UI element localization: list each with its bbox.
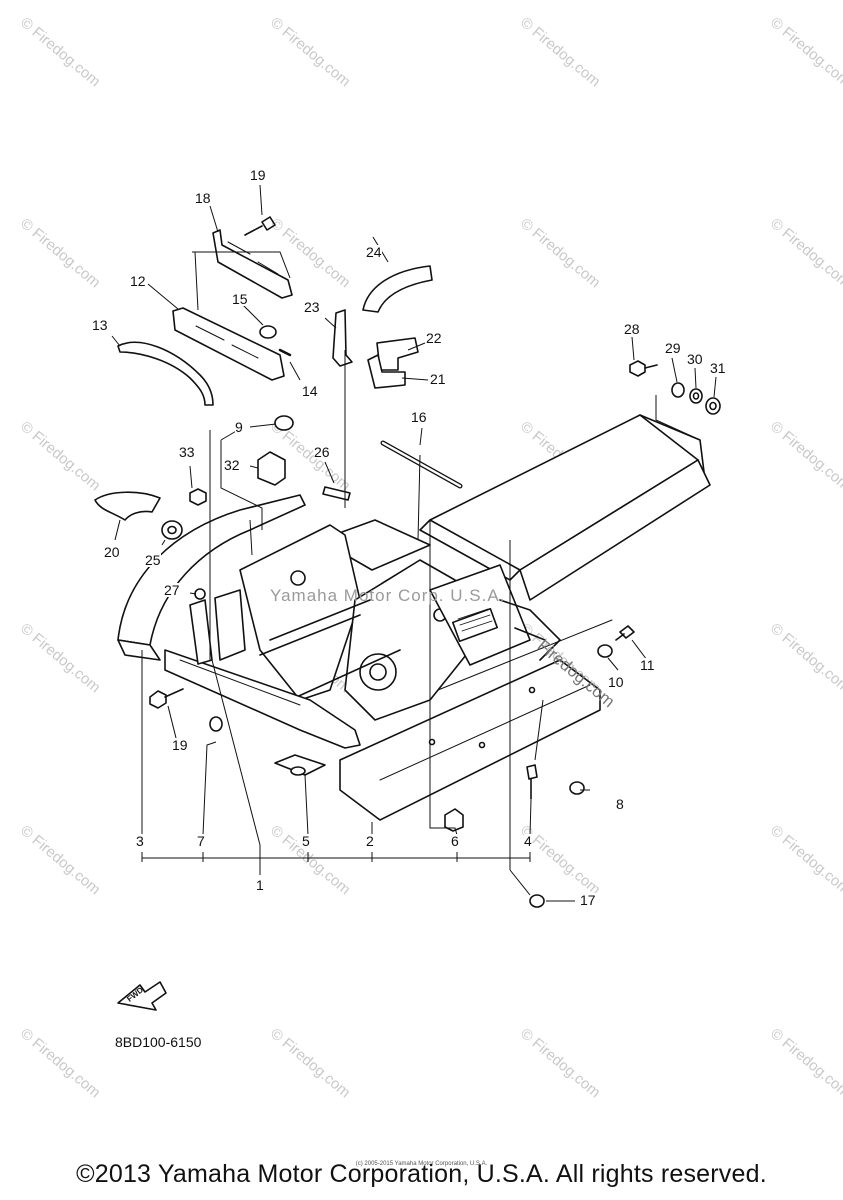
callout-c28: 28 <box>624 321 640 337</box>
part-32 <box>257 451 286 486</box>
part-18-bracket <box>212 229 293 299</box>
callout-c5: 5 <box>302 833 310 849</box>
callout-c25: 25 <box>145 552 161 568</box>
diagram-code: 8BD100-6150 <box>115 1034 202 1050</box>
callout-c27: 27 <box>164 582 180 598</box>
callout-c33: 33 <box>179 444 195 460</box>
callout-c29: 29 <box>665 340 681 356</box>
part-12-plate <box>172 307 285 381</box>
callout-c11: 11 <box>640 657 655 673</box>
callout-c14: 14 <box>302 383 318 399</box>
part-22 <box>376 337 419 371</box>
part-7 <box>209 716 223 732</box>
copyright-notice: ©2013 Yamaha Motor Corporation, U.S.A. A… <box>76 1160 767 1188</box>
part-28 <box>629 360 646 377</box>
callout-c7: 7 <box>197 833 205 849</box>
fwd-arrow-icon <box>117 981 167 1011</box>
leader-lines <box>111 184 717 902</box>
part-14-pin <box>278 348 292 357</box>
callout-c18: 18 <box>195 190 211 206</box>
part-6 <box>444 808 464 832</box>
part-24-handle <box>362 265 433 313</box>
callout-c4: 4 <box>524 833 532 849</box>
part-26 <box>322 486 351 501</box>
callout-c6: 6 <box>451 833 459 849</box>
callout-c10: 10 <box>608 674 624 690</box>
part-25 <box>161 520 183 540</box>
part-23 <box>332 309 353 367</box>
callout-c22: 22 <box>426 330 442 346</box>
part-19-bolt <box>244 216 276 236</box>
part-13-bar <box>117 341 214 406</box>
part-31 <box>705 397 721 415</box>
frame-assembly <box>117 414 711 821</box>
part-30 <box>689 388 703 404</box>
callout-c26: 26 <box>314 444 330 460</box>
part-21 <box>367 354 406 389</box>
part-29 <box>671 382 685 398</box>
part-4 <box>526 764 538 780</box>
callout-c12: 12 <box>130 273 146 289</box>
part-15-collar <box>259 325 277 339</box>
part-10 <box>597 644 613 658</box>
callout-c19a: 19 <box>250 167 266 183</box>
callout-c15: 15 <box>232 291 248 307</box>
part-33-nut <box>189 488 207 506</box>
callout-c31: 31 <box>710 360 726 376</box>
callout-c32: 32 <box>224 457 240 473</box>
part-9 <box>274 415 294 431</box>
tiny-copyright: (c) 2005-2015 Yamaha Motor Corporation, … <box>355 1161 488 1167</box>
callout-c21: 21 <box>430 371 446 387</box>
callout-c16: 16 <box>411 409 427 425</box>
callout-c23: 23 <box>304 299 320 315</box>
part-20 <box>94 491 161 521</box>
callout-c8: 8 <box>616 796 624 812</box>
part-17 <box>529 894 545 908</box>
callout-c20: 20 <box>104 544 120 560</box>
callout-c9: 9 <box>235 419 243 435</box>
callout-c2: 2 <box>366 833 374 849</box>
callout-c17: 17 <box>580 892 596 908</box>
part-19-lower <box>149 690 167 709</box>
callout-c13: 13 <box>92 317 108 333</box>
callout-c3: 3 <box>136 833 144 849</box>
callout-c1: 1 <box>256 877 264 893</box>
callout-c30: 30 <box>687 351 703 367</box>
callout-c24: 24 <box>366 244 382 260</box>
center-watermark: Yamaha Motor Corp. U.S.A. <box>270 586 506 605</box>
callout-c19b: 19 <box>172 737 188 753</box>
part-27 <box>194 588 206 600</box>
part-8 <box>569 781 585 795</box>
